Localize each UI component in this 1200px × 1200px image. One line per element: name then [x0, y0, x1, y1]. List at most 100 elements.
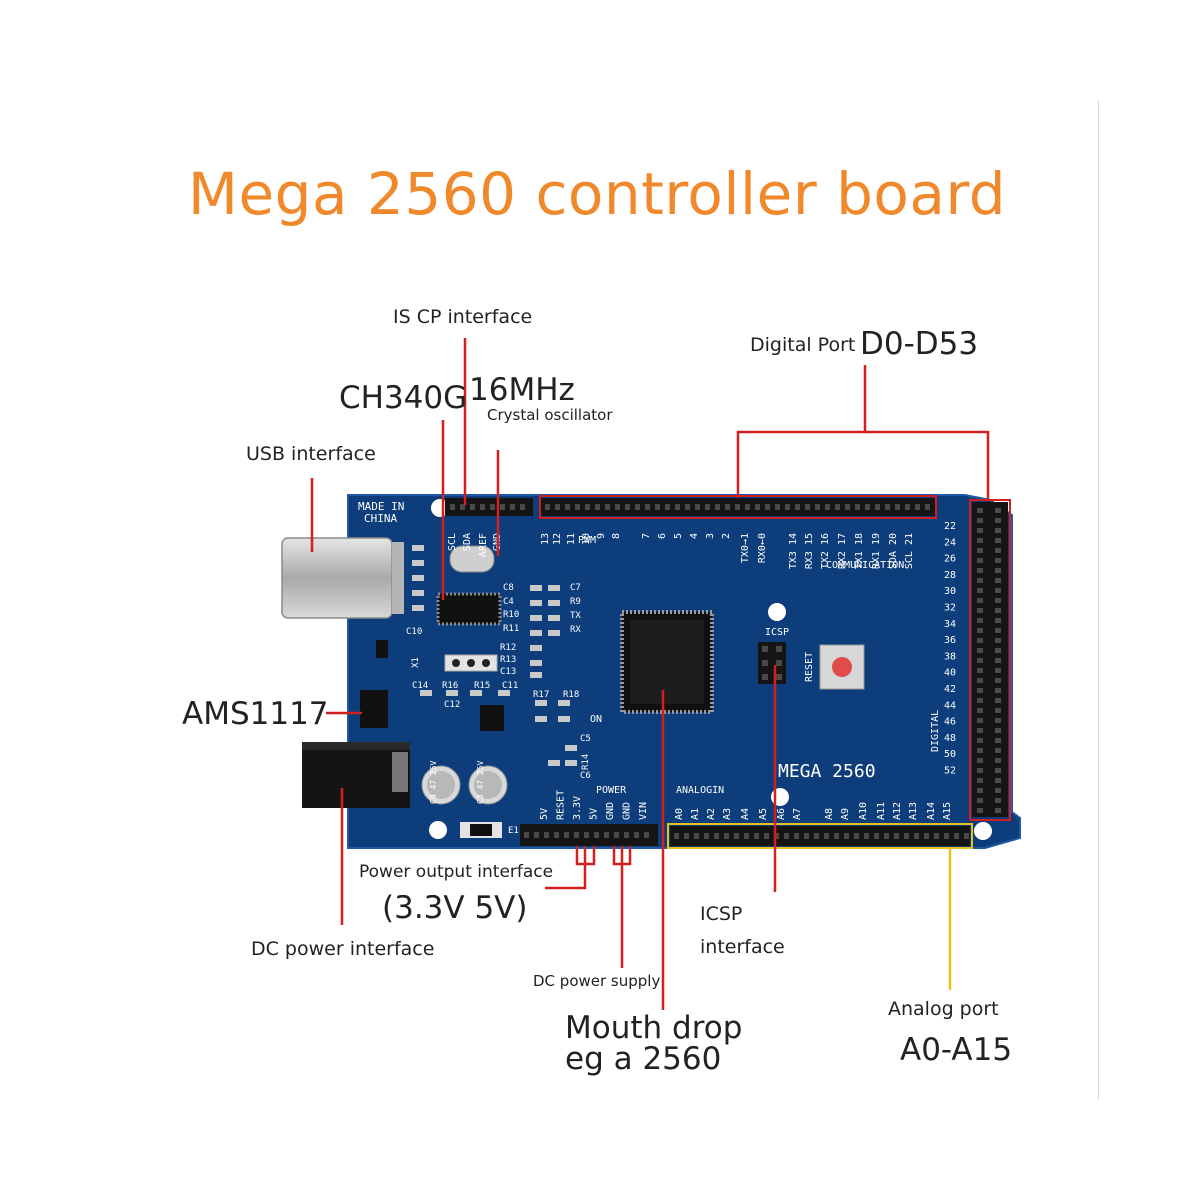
header-pin	[714, 833, 719, 839]
header-pin	[995, 588, 1001, 593]
top-header-pin-label: 12	[552, 533, 563, 545]
smd-pad	[535, 716, 547, 722]
header-pin	[895, 504, 900, 510]
part-label: C13	[500, 667, 516, 677]
smd-pad	[470, 690, 482, 696]
mount-hole	[429, 821, 447, 839]
part-label: R10	[503, 610, 519, 620]
icsp-label-line1: ICSP	[700, 903, 743, 925]
header-pin	[715, 504, 720, 510]
header-pin	[814, 833, 819, 839]
header-pin	[995, 708, 1001, 713]
top-header-pin-label: TX3 14	[788, 533, 799, 569]
analog-pin-label: A8	[824, 808, 835, 820]
header-pin	[874, 833, 879, 839]
part-label: R14	[581, 754, 591, 770]
part-label: R16	[442, 681, 458, 691]
header-pin	[977, 698, 983, 703]
header-pin	[584, 832, 589, 838]
smd-pad	[548, 600, 560, 606]
part-label: E1	[508, 826, 519, 836]
analog-pin-label: A12	[892, 802, 903, 820]
power-pin-label: VIN	[638, 802, 649, 820]
analog-pin-label: A9	[840, 808, 851, 820]
header-pin	[995, 538, 1001, 543]
power-pin-label: 3.3V	[572, 796, 583, 820]
header-pin	[834, 833, 839, 839]
header-pin	[705, 504, 710, 510]
right-header-pin-label: 44	[944, 700, 956, 711]
smd-pad	[548, 585, 560, 591]
mount-hole	[768, 603, 786, 621]
header-pin	[995, 798, 1001, 803]
mount-hole	[974, 822, 992, 840]
smd-pad	[558, 700, 570, 706]
analog-pin-label: A1	[690, 808, 701, 820]
top-header-pin-label: 2	[721, 533, 732, 539]
header-pin	[674, 833, 679, 839]
header-pin	[695, 504, 700, 510]
part-label: TX	[570, 611, 581, 621]
part-label: RX	[570, 625, 581, 635]
header-pin	[745, 504, 750, 510]
header-pin	[977, 508, 983, 513]
header-pin	[995, 628, 1001, 633]
page-edge-divider	[1098, 100, 1099, 1100]
top-header-pin-label: RX2 17	[837, 533, 848, 569]
header-pin	[655, 504, 660, 510]
header-pin	[977, 598, 983, 603]
board-analog-title: ANALOGIN	[676, 785, 724, 796]
header-pin	[815, 504, 820, 510]
header-pin	[995, 718, 1001, 723]
header-pin	[794, 833, 799, 839]
analog-pin-label: A2	[706, 808, 717, 820]
header-pin	[555, 504, 560, 510]
header-pin	[977, 588, 983, 593]
header-pin	[460, 504, 465, 510]
header-pin	[624, 832, 629, 838]
header-pin	[864, 833, 869, 839]
right-header-pin-label: 42	[944, 684, 956, 695]
header-pin	[995, 788, 1001, 793]
page-title: Mega 2560 controller board	[187, 160, 1007, 228]
header-pin	[685, 504, 690, 510]
top-header-pin-label: 9	[596, 533, 607, 539]
analog-pin-label: A4	[740, 808, 751, 820]
right-header-pin-label: 50	[944, 749, 956, 760]
smd-pad	[535, 700, 547, 706]
ams1117-regulator	[360, 690, 388, 728]
right-header-pin-label: 24	[944, 537, 956, 548]
crystal	[449, 545, 495, 573]
header-pin	[924, 833, 929, 839]
part-label: C14	[412, 681, 428, 691]
part-label: C4	[503, 597, 514, 607]
usb-label: USB interface	[246, 443, 376, 465]
header-pin	[804, 833, 809, 839]
header-pin	[635, 504, 640, 510]
mcu-label-line2: eg a 2560	[565, 1041, 722, 1077]
header-pin	[534, 832, 539, 838]
header-pin	[995, 648, 1001, 653]
header-pin	[995, 548, 1001, 553]
smd-pad	[565, 760, 577, 766]
smd-pad	[548, 615, 560, 621]
top-header-pin-label: 6	[657, 533, 668, 539]
smd-pad	[530, 645, 542, 651]
top-header-pin-label: SCL	[447, 533, 458, 551]
mcu-label-line1: Mouth drop	[565, 1010, 743, 1046]
header-pin	[665, 504, 670, 510]
header-pin	[735, 504, 740, 510]
analog-pin-label: A3	[722, 808, 733, 820]
header-pin	[724, 833, 729, 839]
header-pin	[704, 833, 709, 839]
header-pin	[764, 833, 769, 839]
header-pin	[977, 728, 983, 733]
power-output-leader	[545, 846, 587, 890]
header-pin	[574, 832, 579, 838]
header-pin	[824, 833, 829, 839]
header-pin	[470, 504, 475, 510]
analog-pin-label: A6	[776, 808, 787, 820]
header-pin	[615, 504, 620, 510]
right-header-pin-label: 38	[944, 651, 956, 662]
